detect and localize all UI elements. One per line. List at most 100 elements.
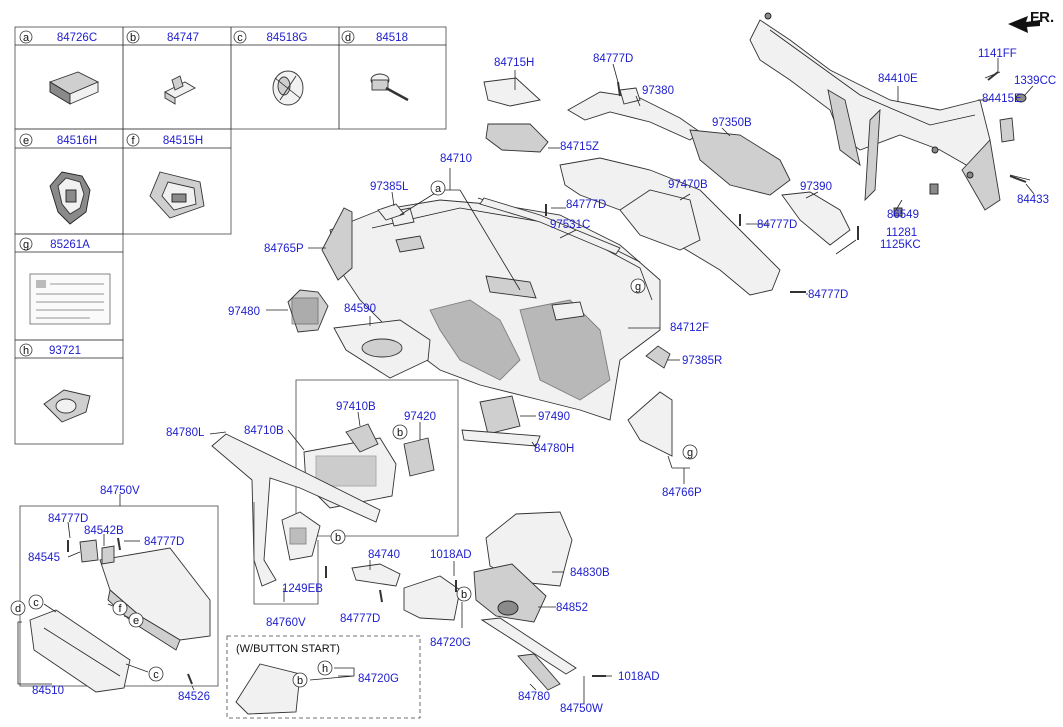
label-84720g-button[interactable]: 84720G <box>358 673 399 685</box>
legend-part-c[interactable]: 84518G <box>267 32 308 44</box>
bracket-84515h-icon <box>149 171 205 219</box>
legend-letter-c: c <box>237 32 243 44</box>
legend-part-a[interactable]: 84726C <box>57 32 97 44</box>
label-97385r[interactable]: 97385R <box>682 355 722 367</box>
label-84780l[interactable]: 84780L <box>166 427 205 439</box>
label-97420[interactable]: 97420 <box>404 411 436 423</box>
air-ducts <box>483 77 851 296</box>
legend-part-h[interactable]: 93721 <box>49 345 81 357</box>
legend-letter-h: h <box>23 345 29 357</box>
callout-e: e <box>133 615 139 627</box>
cap-93721-icon <box>43 389 91 423</box>
label-84765p[interactable]: 84765P <box>264 243 304 255</box>
lower-trim <box>211 433 381 605</box>
bracket-84516h-icon <box>49 171 91 225</box>
front-direction-indicator: FR. <box>1008 9 1054 33</box>
label-84750v[interactable]: 84750V <box>100 485 140 497</box>
callout-d: d <box>15 603 21 615</box>
label-85261a-icon <box>29 273 111 325</box>
label-84777d-top[interactable]: 84777D <box>593 53 633 65</box>
label-84777d-mid[interactable]: 84777D <box>566 199 606 211</box>
callout-c-bottom: c <box>153 669 159 681</box>
label-84433[interactable]: 84433 <box>1017 194 1049 206</box>
label-1018ad-top[interactable]: 1018AD <box>430 549 472 561</box>
label-84740[interactable]: 84740 <box>368 549 400 561</box>
grommet-84518g-icon <box>272 70 304 106</box>
crash-pad-main <box>329 197 661 421</box>
label-1339cc[interactable]: 1339CC <box>1014 75 1056 87</box>
button-start-title: (W/BUTTON START) <box>236 643 340 655</box>
label-97385l[interactable]: 97385L <box>370 181 409 193</box>
label-84830b[interactable]: 84830B <box>570 567 610 579</box>
legend-part-f[interactable]: 84515H <box>163 135 203 147</box>
clip-84747-icon <box>164 75 196 105</box>
label-97490[interactable]: 97490 <box>538 411 570 423</box>
label-84715h[interactable]: 84715H <box>494 57 534 69</box>
legend-part-b[interactable]: 84747 <box>167 32 199 44</box>
label-84777d-right[interactable]: 84777D <box>808 289 848 301</box>
label-97410b[interactable]: 97410B <box>336 401 376 413</box>
label-97350b[interactable]: 97350B <box>712 117 752 129</box>
label-84410e[interactable]: 84410E <box>878 73 918 85</box>
callout-c-top: c <box>33 597 39 609</box>
label-84780[interactable]: 84780 <box>518 691 550 703</box>
front-arrow-icon <box>1008 16 1040 33</box>
label-97470b[interactable]: 97470B <box>668 179 708 191</box>
callout-h: h <box>322 663 328 675</box>
label-97390[interactable]: 97390 <box>800 181 832 193</box>
label-1018ad-bottom[interactable]: 1018AD <box>618 671 660 683</box>
callout-circles: a g b b c c d e f g h b b <box>10 180 698 688</box>
legend-letter-a: a <box>23 32 30 44</box>
label-84510[interactable]: 84510 <box>32 685 64 697</box>
label-84590[interactable]: 84590 <box>344 303 376 315</box>
label-84712f[interactable]: 84712F <box>670 322 709 334</box>
callout-b-fascia: b <box>397 427 403 439</box>
lower-center-parts <box>226 511 577 719</box>
label-84710[interactable]: 84710 <box>440 153 472 165</box>
fasteners <box>67 81 859 685</box>
legend-letter-d: d <box>345 32 351 44</box>
pin-84518-icon <box>370 73 409 102</box>
legend-part-e[interactable]: 84516H <box>57 135 97 147</box>
label-84777d-lower[interactable]: 84777D <box>340 613 380 625</box>
callout-b-button: b <box>297 675 303 687</box>
label-84545[interactable]: 84545 <box>28 552 60 564</box>
label-84780h[interactable]: 84780H <box>534 443 574 455</box>
legend-table: a 84726C b 84747 c 84518G d 84518 <box>14 26 447 445</box>
label-1249eb[interactable]: 1249EB <box>282 583 323 595</box>
legend-part-g[interactable]: 85261A <box>50 239 90 251</box>
callout-a: a <box>435 183 442 195</box>
label-84526[interactable]: 84526 <box>178 691 210 703</box>
clip-84726c-icon <box>48 71 100 105</box>
label-84760v[interactable]: 84760V <box>266 617 306 629</box>
label-84750w[interactable]: 84750W <box>560 703 603 715</box>
callout-b-lower: b <box>335 532 341 544</box>
label-11281[interactable]: 11281 <box>886 227 917 239</box>
legend-part-d[interactable]: 84518 <box>376 32 408 44</box>
label-84777d-glove-a[interactable]: 84777D <box>48 513 88 525</box>
side-parts <box>287 203 673 457</box>
cowl-cross-beam <box>749 12 1031 217</box>
label-84715z[interactable]: 84715Z <box>560 141 599 153</box>
label-84852[interactable]: 84852 <box>556 602 588 614</box>
label-84766p[interactable]: 84766P <box>662 487 702 499</box>
label-84777d-glove-b[interactable]: 84777D <box>144 536 184 548</box>
label-1125kc[interactable]: 1125KC <box>880 239 921 251</box>
part-labels: 84715H 84777D 97380 84715Z 97350B 84710 … <box>28 48 1056 715</box>
label-84720g[interactable]: 84720G <box>430 637 471 649</box>
label-84415e[interactable]: 84415E <box>982 93 1022 105</box>
label-97380[interactable]: 97380 <box>642 85 674 97</box>
label-97480[interactable]: 97480 <box>228 306 260 318</box>
label-84542b[interactable]: 84542B <box>84 525 124 537</box>
legend-letter-g: g <box>23 239 29 251</box>
callout-g: g <box>635 281 641 293</box>
legend-letter-b: b <box>130 32 136 44</box>
callout-f: f <box>118 603 122 615</box>
legend-letter-e: e <box>23 135 29 147</box>
label-97531c[interactable]: 97531C <box>550 219 590 231</box>
label-84710b[interactable]: 84710B <box>244 425 284 437</box>
label-1141ff[interactable]: 1141FF <box>978 48 1017 60</box>
label-86549[interactable]: 86549 <box>887 209 919 221</box>
label-84777d-duct[interactable]: 84777D <box>757 219 797 231</box>
